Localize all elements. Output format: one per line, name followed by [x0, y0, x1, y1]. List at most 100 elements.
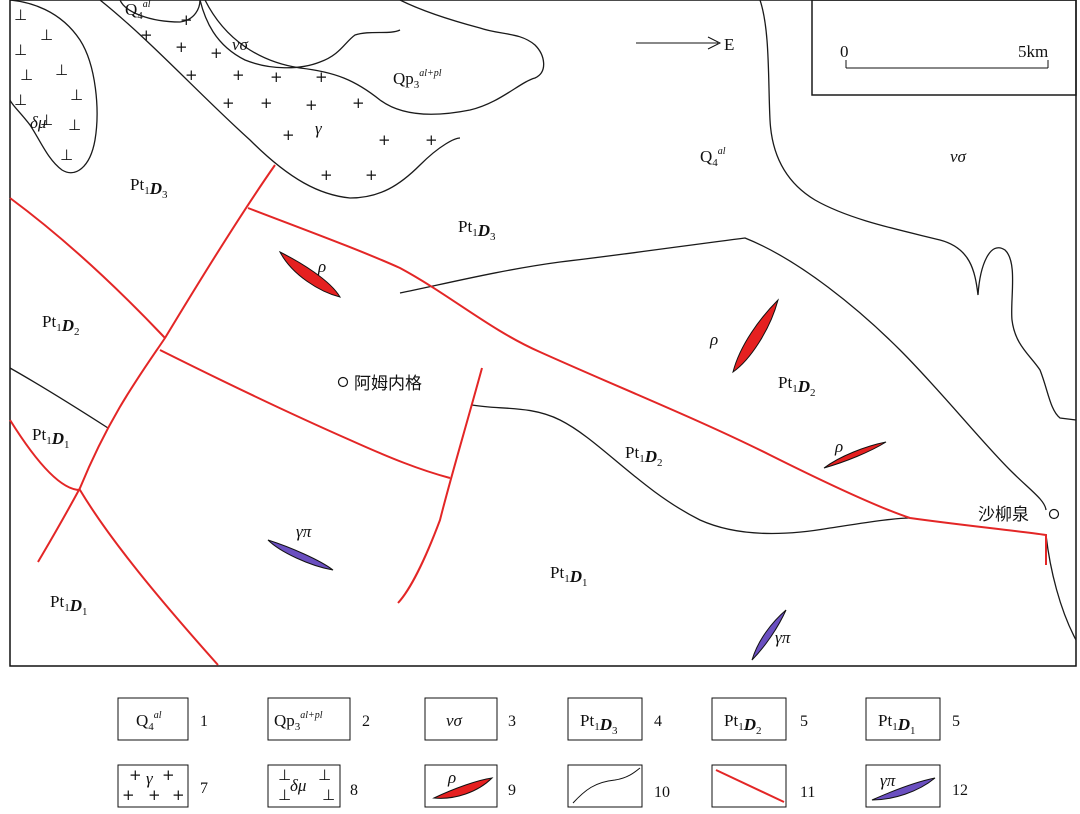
svg-text:γπ: γπ: [880, 771, 896, 790]
svg-text:Pt1D2: Pt1D2: [724, 711, 761, 737]
svg-text:+: +: [210, 44, 223, 62]
place-amuneige: 阿姆内格: [354, 374, 422, 394]
svg-text:1: 1: [200, 713, 208, 730]
legend: Q4al 1 Qp3al+pl 2 νσ 3 Pt1D3 4 Pt1D2 5 P…: [117, 697, 968, 808]
svg-text:+: +: [172, 786, 185, 804]
label-qp3: Qp3al+pl: [393, 68, 442, 91]
label-gamma: γ: [315, 119, 323, 138]
svg-text:+: +: [320, 166, 333, 184]
label-pt1d2-east: Pt1D2: [778, 373, 815, 399]
svg-text:+: +: [315, 68, 328, 86]
legend-item-8: ⊥ δμ ⊥ ⊥ ⊥ 8: [267, 764, 358, 808]
label-pt1d2-west: Pt1D2: [42, 312, 79, 338]
svg-text:9: 9: [508, 782, 516, 799]
boundary-d2-d1-west: [9, 367, 109, 429]
boundary-d2-d1-center: [471, 404, 911, 535]
scale-box: [811, 0, 1077, 96]
fault-nw-1: [9, 197, 166, 339]
boundary-vsigma-east: [759, 0, 1077, 421]
boundary-deltamu: [9, 0, 98, 174]
svg-text:+: +: [425, 131, 438, 149]
svg-text:+: +: [260, 94, 273, 112]
boundary-d3-d2: [399, 237, 1047, 511]
svg-text:+: +: [365, 166, 378, 184]
svg-text:3: 3: [508, 713, 516, 730]
rho-dikes: ρ ρ ρ: [278, 250, 887, 469]
geological-boundaries: [9, 0, 1077, 641]
svg-text:+: +: [232, 66, 245, 84]
svg-text:8: 8: [350, 782, 358, 799]
boundary-q4-top: [119, 0, 201, 23]
svg-text:2: 2: [362, 713, 370, 730]
svg-text:+: +: [270, 68, 283, 86]
svg-text:⊥: ⊥: [40, 111, 53, 129]
legend-item-11: 11: [711, 764, 815, 808]
boundary-qp3: [204, 0, 545, 115]
legend-item-6: Pt1D1 5: [865, 697, 960, 741]
svg-text:4: 4: [654, 713, 662, 730]
svg-text:⊥: ⊥: [322, 786, 335, 804]
svg-text:+: +: [129, 766, 142, 784]
rho-dike-2: [732, 298, 779, 374]
label-rho-3: ρ: [834, 437, 843, 456]
svg-text:⊥: ⊥: [278, 766, 291, 784]
label-pt1d3-west: Pt1D3: [130, 175, 168, 201]
svg-text:+: +: [352, 94, 365, 112]
svg-text:ρ: ρ: [447, 768, 456, 787]
label-pt1d3-center: Pt1D3: [458, 217, 496, 243]
svg-text:5: 5: [952, 713, 960, 730]
fault-ne-1: [37, 164, 276, 563]
legend-item-2: Qp3al+pl 2: [267, 697, 370, 741]
svg-text:⊥: ⊥: [14, 6, 27, 24]
rho-dike-3: [823, 441, 887, 469]
svg-text:10: 10: [654, 784, 670, 801]
svg-text:11: 11: [800, 784, 815, 801]
svg-text:+: +: [162, 766, 175, 784]
map-unit-labels: Q4al νσ Qp3al+pl δμ γ Q4al νσ Pt1D3 Pt1D…: [30, 0, 967, 618]
deltamu-pattern: ⊥⊥⊥ ⊥⊥⊥ ⊥⊥⊥ ⊥: [14, 6, 83, 164]
svg-text:νσ: νσ: [446, 711, 463, 730]
gammapi-dike-2: [751, 609, 787, 661]
legend-item-12: γπ 12: [865, 764, 968, 808]
svg-text:7: 7: [200, 780, 208, 797]
svg-text:+: +: [175, 38, 188, 56]
rho-dike-1: [278, 250, 342, 298]
direction-label: E: [724, 35, 734, 54]
fault-sw: [9, 419, 219, 666]
faults: [9, 164, 1047, 666]
gamma-pattern: +++ ++++ ++++ +++ ++ +: [140, 11, 438, 184]
svg-text:+: +: [222, 94, 235, 112]
svg-text:+: +: [282, 126, 295, 144]
svg-text:⊥: ⊥: [40, 26, 53, 44]
label-pt1d2-center: Pt1D2: [625, 443, 662, 469]
svg-text:⊥: ⊥: [318, 766, 331, 784]
gammapi-dikes: γπ γπ: [267, 522, 791, 661]
svg-text:Q4al: Q4al: [136, 710, 162, 733]
svg-text:Qp3al+pl: Qp3al+pl: [274, 710, 323, 733]
svg-text:⊥: ⊥: [68, 116, 81, 134]
direction-arrow: E: [636, 35, 734, 54]
svg-text:⊥: ⊥: [14, 41, 27, 59]
places: 阿姆内格 沙柳泉: [337, 374, 1060, 525]
svg-text:+: +: [305, 96, 318, 114]
label-rho-1: ρ: [317, 257, 326, 276]
svg-text:Pt1D1: Pt1D1: [878, 711, 915, 737]
svg-text:Pt1D3: Pt1D3: [580, 711, 618, 737]
legend-item-9: ρ 9: [424, 764, 516, 808]
gammapi-dike-1: [267, 539, 334, 571]
scale-bar: 0 5km: [840, 42, 1049, 69]
legend-item-1: Q4al 1: [117, 697, 208, 741]
svg-text:+: +: [140, 26, 153, 44]
svg-text:⊥: ⊥: [20, 66, 33, 84]
svg-text:+: +: [122, 786, 135, 804]
boundary-gamma-outer: [99, 0, 461, 199]
boundary-east-edge: [1045, 534, 1077, 641]
place-shaliuquan: 沙柳泉: [978, 505, 1029, 525]
svg-text:5: 5: [800, 713, 808, 730]
svg-text:+: +: [148, 786, 161, 804]
label-q4al-east: Q4al: [700, 146, 726, 169]
svg-text:γ: γ: [146, 769, 154, 788]
fault-mid-e: [159, 349, 451, 479]
label-vsigma-west: νσ: [232, 35, 249, 54]
